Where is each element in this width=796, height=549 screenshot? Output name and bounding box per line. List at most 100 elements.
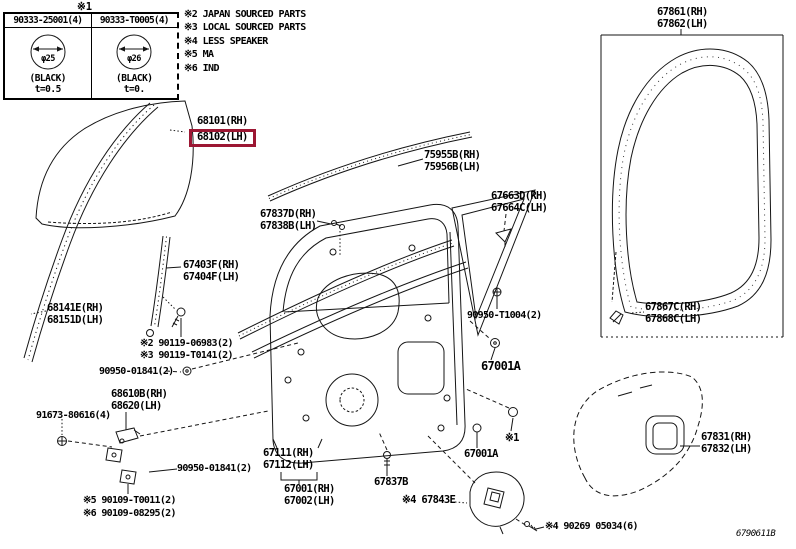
thickness-value: t=0. [123, 83, 145, 95]
label-pad-upper[interactable]: 67001A [481, 359, 521, 373]
label-screw-speaker[interactable]: ※4 90269 05034(6) [545, 521, 639, 533]
part-number[interactable]: 67831(RH) [701, 431, 752, 443]
part-number[interactable]: 67837B [374, 476, 408, 488]
table-part-no[interactable]: 90333-25001(4) [5, 14, 91, 28]
belt-strip-b2 [253, 267, 469, 359]
part-number[interactable]: ※3 90119-T0141(2) [140, 350, 234, 361]
part-number[interactable]: 90950-T1004(2) [467, 310, 542, 321]
label-grommet-lower[interactable]: 90950-01841(2) [177, 463, 252, 475]
part-number[interactable]: 68151D(LH) [47, 313, 104, 326]
rear-cover-hole-outer [645, 415, 685, 455]
part-number[interactable]: 68141E(RH) [47, 302, 104, 314]
part-number[interactable]: ※5 90109-T0011(2) [83, 495, 177, 506]
leader-lines-dotted [30, 129, 645, 504]
part-number[interactable]: 67868C(LH) [645, 312, 702, 325]
table-cell: φ25 (BLACK) t=0.5 [28, 28, 68, 98]
label-glass-run[interactable]: 68141E(RH) 68151D(LH) [47, 302, 104, 326]
speaker-cover-notch [499, 526, 504, 535]
part-number[interactable]: 67862(LH) [657, 17, 708, 30]
label-weatherstrip[interactable]: 67861(RH) 67862(LH) [657, 6, 708, 30]
label-retainer[interactable]: 67867C(RH) 67868C(LH) [645, 301, 702, 325]
part-number[interactable]: 67867C(RH) [645, 301, 702, 313]
part-number[interactable]: 67111(RH) [263, 447, 314, 459]
label-cushion-b[interactable]: 67837B [374, 476, 408, 489]
label-pad-lower[interactable]: 67001A [464, 448, 498, 461]
part-number[interactable]: ※6 90109-08295(2) [83, 508, 177, 519]
label-speaker-cover[interactable]: ※4 67843E [402, 494, 456, 507]
table-ref-mark: ※1 [77, 1, 93, 13]
label-screw-jp[interactable]: ※2 90119-06983(2) [140, 338, 234, 350]
part-number[interactable]: ※4 90269 05034(6) [545, 521, 639, 532]
part-number[interactable]: 67404F(LH) [183, 270, 240, 283]
label-check[interactable]: 68610B(RH) 68620(LH) [111, 388, 168, 412]
grommet-icon-pad [472, 423, 482, 433]
diameter-value: φ25 [41, 54, 55, 64]
part-number[interactable]: 67002(LH) [284, 494, 335, 507]
part-number[interactable]: 67861(RH) [657, 6, 708, 18]
part-number[interactable]: 68620(LH) [111, 399, 162, 412]
hardware-icons [57, 220, 538, 532]
grommet-icon-t1004 [490, 338, 501, 348]
door-outline [269, 203, 466, 464]
rear-cover-outline [573, 371, 703, 497]
part-number[interactable]: 68101(RH) [197, 115, 248, 127]
part-number[interactable]: 67838B(LH) [260, 219, 317, 232]
leader-lines-solid [125, 29, 700, 530]
dimension-arrows [32, 45, 63, 52]
part-number[interactable]: 67001A [464, 448, 498, 460]
part-number[interactable]: 67001A [481, 359, 521, 373]
speaker-cover-drawing [469, 471, 525, 535]
part-number[interactable]: ※4 67843E [402, 494, 456, 506]
label-cushion[interactable]: 67837D(RH) 67838B(LH) [260, 208, 317, 232]
part-number[interactable]: 67832(LH) [701, 442, 752, 455]
label-hinge-bolt[interactable]: 91673-80616(4) [36, 410, 111, 422]
check-icon [115, 427, 141, 444]
part-number[interactable]: 91673-80616(4) [36, 410, 111, 421]
part-number[interactable]: ※2 90119-06983(2) [140, 338, 234, 349]
part-number[interactable]: 67112(LH) [263, 458, 314, 471]
table-part-no[interactable]: 90333-T0005(4) [91, 14, 177, 28]
finish-value: (BLACK) [115, 72, 153, 84]
label-screw-local[interactable]: ※3 90119-T0141(2) [140, 350, 234, 362]
part-number[interactable]: 67837D(RH) [260, 208, 317, 220]
diameter-diagram: φ25 [30, 34, 66, 69]
part-number[interactable]: 67664C(LH) [491, 201, 548, 214]
leader-lines-dashed [67, 213, 528, 527]
fastener-spec-table: ※1 90333-25001(4) φ25 (BLACK) t=0.5 9033… [3, 1, 179, 100]
part-number-highlighted[interactable]: 68102(LH) [189, 128, 256, 148]
label-door-glass[interactable]: 68101(RH) 68102(LH) [189, 115, 256, 148]
label-door-assy[interactable]: 67001(RH) 67002(LH) [284, 483, 335, 507]
label-bolt-ma[interactable]: ※5 90109-T0011(2) [83, 495, 177, 507]
legend-line: ※5 MA [184, 49, 214, 61]
belt-strip-a2 [239, 245, 455, 340]
washer-circle [116, 34, 152, 69]
part-number[interactable]: 67001(RH) [284, 483, 335, 495]
part-number[interactable]: 75956B(LH) [424, 160, 481, 173]
label-bolt-ind[interactable]: ※6 90109-08295(2) [83, 508, 177, 520]
label-garnish[interactable]: 67663D(RH) 67664C(LH) [491, 190, 548, 214]
label-moulding[interactable]: 75955B(RH) 75956B(LH) [424, 149, 481, 173]
label-rear-cover[interactable]: 67831(RH) 67832(LH) [701, 431, 752, 455]
retainer-leader-dash [611, 251, 617, 303]
upper-moulding-2 [269, 136, 473, 202]
front-frame-drawing [146, 235, 171, 337]
grommet-icon-front [182, 366, 192, 376]
part-number[interactable]: 90950-01841(2) [99, 366, 174, 377]
part-number[interactable]: 67403F(RH) [183, 259, 240, 271]
legend-line: ※6 IND [184, 62, 219, 74]
front-frame-bolt [146, 329, 155, 337]
label-grommet-front[interactable]: 90950-01841(2) [99, 366, 174, 378]
part-number[interactable]: 75955B(RH) [424, 149, 481, 161]
bolt-icon-upper [492, 287, 502, 297]
part-number[interactable]: 90950-01841(2) [177, 463, 252, 474]
ref-mark: ※1 [505, 432, 519, 444]
label-front-frame[interactable]: 67403F(RH) 67404F(LH) [183, 259, 240, 283]
label-panel-sub[interactable]: 67111(RH) 67112(LH) [263, 447, 314, 471]
legend-line: ※2 JAPAN SOURCED PARTS [184, 9, 306, 20]
door-panel-drawing [269, 189, 536, 464]
belt-strip-a1 [237, 239, 453, 334]
part-number[interactable]: 68610B(RH) [111, 388, 168, 400]
label-grommet-t1004[interactable]: 90950-T1004(2) [467, 310, 542, 322]
part-number[interactable]: 67663D(RH) [491, 190, 548, 202]
